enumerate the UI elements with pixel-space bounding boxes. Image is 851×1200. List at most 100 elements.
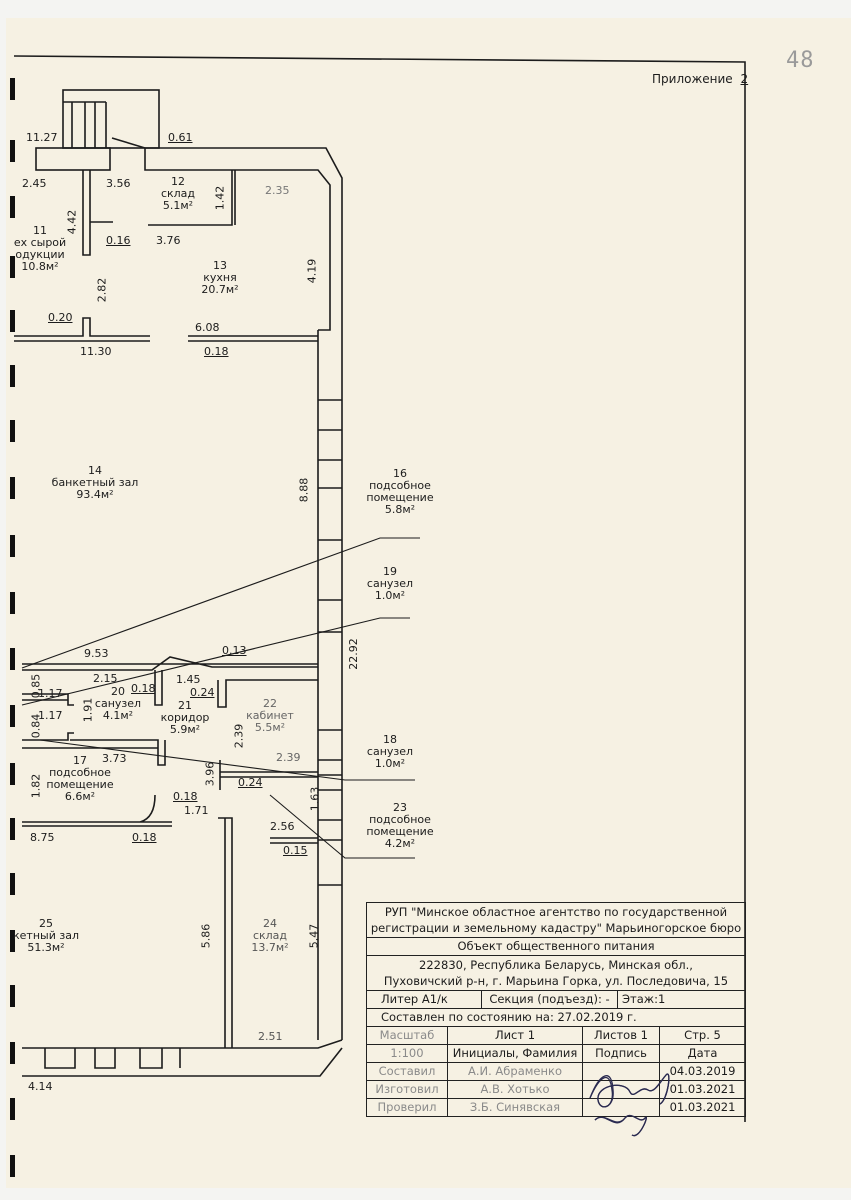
section: Секция (подъезд): - bbox=[482, 991, 618, 1008]
dim-label: 1.63 bbox=[308, 786, 322, 812]
org-line-2: регистрации и земельному кадастру" Марьи… bbox=[370, 921, 742, 935]
title-state-row: Составлен по состоянию на: 27.02.2019 г. bbox=[367, 1009, 745, 1027]
dim-label: 1.91 bbox=[81, 697, 95, 723]
state-date: Составлен по состоянию на: 27.02.2019 г. bbox=[381, 1010, 637, 1024]
scale-label: Масштаб bbox=[367, 1027, 448, 1044]
dim-label: 4.19 bbox=[305, 258, 319, 284]
dim-label: 4.14 bbox=[28, 1080, 53, 1093]
dim-label: 2.56 bbox=[270, 820, 295, 833]
signoff-role: Изготовил bbox=[367, 1081, 448, 1098]
dim-label: 5.47 bbox=[307, 923, 321, 949]
signoff-name: А.В. Хотько bbox=[448, 1081, 583, 1098]
title-org: РУП "Минское областное агентство по госу… bbox=[367, 903, 745, 938]
dim-label: 0.18 bbox=[132, 831, 157, 844]
appendix-text: Приложение bbox=[652, 72, 733, 86]
signoff-row: Составил А.И. Абраменко 04.03.2019 bbox=[367, 1063, 745, 1081]
signoff-row: Изготовил А.В. Хотько 01.03.2021 bbox=[367, 1081, 745, 1099]
dim-label: 3.56 bbox=[106, 177, 131, 190]
dim-label: 11.30 bbox=[80, 345, 112, 358]
signoff-name: З.Б. Синявская bbox=[448, 1099, 583, 1116]
dim-label: 11.27 bbox=[26, 131, 58, 144]
dim-label: 2.51 bbox=[258, 1030, 283, 1043]
signoff-role: Проверил bbox=[367, 1099, 448, 1116]
document-sheet bbox=[6, 18, 851, 1188]
signoff-signature bbox=[583, 1099, 660, 1116]
dim-label: 1.42 bbox=[213, 185, 227, 211]
col-date: Дата bbox=[687, 1046, 718, 1060]
title-liter-row: Литер А1/к Секция (подъезд): - Этаж:1 bbox=[367, 991, 745, 1009]
signoff-row: Проверил З.Б. Синявская 01.03.2021 bbox=[367, 1099, 745, 1116]
dim-label: 0.18 bbox=[173, 790, 198, 803]
stair-outline bbox=[62, 89, 160, 149]
dim-label: 0.16 bbox=[106, 234, 131, 247]
page-number: 48 bbox=[786, 48, 815, 73]
drawing-frame bbox=[13, 55, 746, 1122]
signoff-role: Составил bbox=[367, 1063, 448, 1080]
dim-label: 1.82 bbox=[29, 773, 43, 799]
dim-label: 22.92 bbox=[346, 638, 360, 670]
dim-label: 0.13 bbox=[222, 644, 247, 657]
signoff-date: 01.03.2021 bbox=[669, 1100, 736, 1114]
dim-label: 0.20 bbox=[48, 311, 73, 324]
dim-label: 3.73 bbox=[102, 752, 127, 765]
address-line-1: 222830, Республика Беларусь, Минская обл… bbox=[419, 958, 693, 972]
dim-label: 0.24 bbox=[190, 686, 215, 699]
dim-label: 3.76 bbox=[156, 234, 181, 247]
dim-label: 1.71 bbox=[184, 804, 209, 817]
dim-label: 9.53 bbox=[84, 647, 109, 660]
sheet-label: Лист 1 bbox=[448, 1027, 583, 1044]
dim-label: 2.15 bbox=[93, 672, 118, 685]
signoff-name: А.И. Абраменко bbox=[448, 1063, 583, 1080]
appendix-label: Приложение 2 bbox=[652, 72, 748, 86]
dim-label: 0.24 bbox=[238, 776, 263, 789]
binding-marks bbox=[10, 78, 15, 1177]
signoff-signature bbox=[583, 1081, 660, 1098]
liter: Литер А1/к bbox=[367, 991, 482, 1008]
object-name: Объект общественного питания bbox=[457, 939, 655, 953]
title-block: РУП "Минское областное агентство по госу… bbox=[366, 902, 746, 1117]
dim-label: 2.39 bbox=[232, 723, 246, 749]
sheets-label: Листов 1 bbox=[583, 1027, 660, 1044]
dim-label: 2.35 bbox=[265, 184, 290, 197]
dim-label: 1.17 bbox=[38, 687, 63, 700]
signoff-date: 04.03.2019 bbox=[669, 1064, 736, 1078]
title-object-row: Объект общественного питания bbox=[367, 938, 745, 956]
dim-label: 0.18 bbox=[204, 345, 229, 358]
dim-label: 8.75 bbox=[30, 831, 55, 844]
floor: Этаж:1 bbox=[622, 992, 666, 1006]
title-sheet-row: Масштаб Лист 1 Листов 1 Стр. 5 bbox=[367, 1027, 745, 1045]
scale-value: 1:100 bbox=[367, 1045, 448, 1062]
dim-label: 8.88 bbox=[297, 477, 311, 503]
title-address: 222830, Республика Беларусь, Минская обл… bbox=[367, 956, 745, 991]
dim-label: 5.86 bbox=[199, 923, 213, 949]
dim-label: 0.61 bbox=[168, 131, 193, 144]
dim-label: 0.15 bbox=[283, 844, 308, 857]
address-line-2: Пуховичский р-н, г. Марьина Горка, ул. П… bbox=[383, 974, 729, 988]
dim-label: 1.17 bbox=[38, 709, 63, 722]
dim-label: 2.39 bbox=[276, 751, 301, 764]
dim-label: 3.96 bbox=[203, 761, 217, 787]
signoff-date: 01.03.2021 bbox=[669, 1082, 736, 1096]
dim-label: 6.08 bbox=[195, 321, 220, 334]
dim-label: 4.42 bbox=[65, 209, 79, 235]
dim-label: 2.45 bbox=[22, 177, 47, 190]
col-name: Инициалы, Фамилия bbox=[448, 1045, 583, 1062]
dim-label: 0.18 bbox=[131, 682, 156, 695]
col-sign: Подпись bbox=[583, 1045, 660, 1062]
title-header-row: 1:100 Инициалы, Фамилия Подпись Дата bbox=[367, 1045, 745, 1063]
org-line-1: РУП "Минское областное агентство по госу… bbox=[384, 905, 728, 919]
page-label: Стр. 5 bbox=[684, 1028, 721, 1042]
